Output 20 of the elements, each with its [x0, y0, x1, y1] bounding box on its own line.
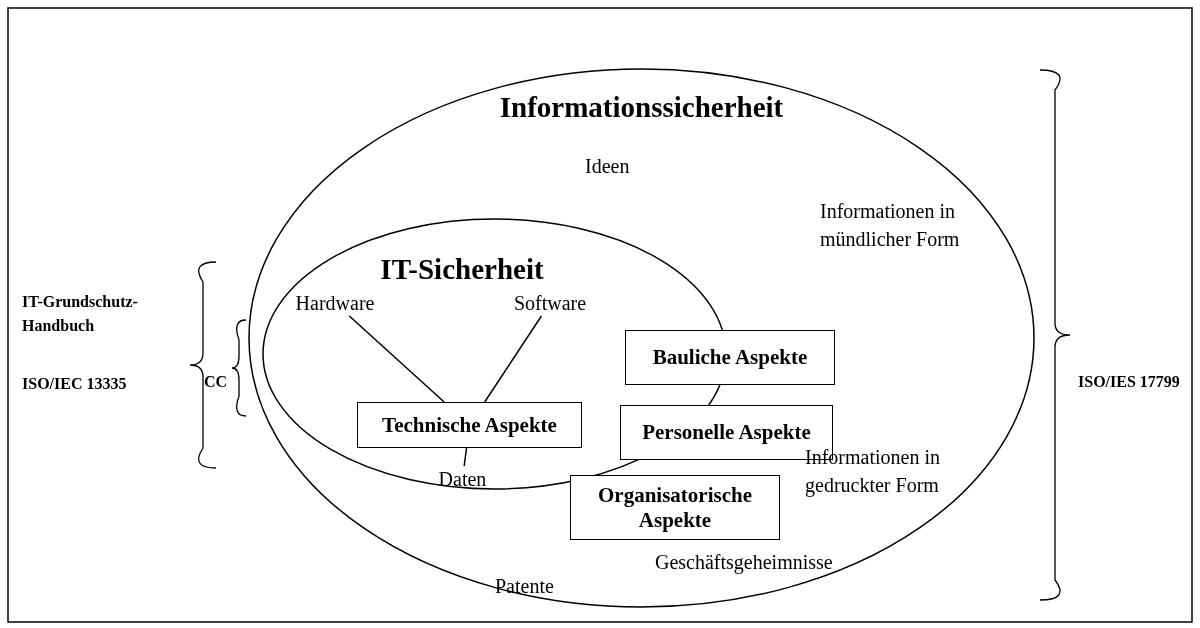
connector-line — [463, 447, 468, 467]
region-title: IT-Sicherheit — [379, 252, 545, 287]
category-label: Informationen in gedruckter Form — [805, 445, 941, 499]
category-label: Patente — [495, 574, 555, 599]
node-label: Software — [500, 290, 600, 316]
region-title: Informationssicherheit — [498, 90, 785, 125]
category-label: Geschäftsgeheimnisse — [655, 550, 834, 576]
node-label: Daten — [425, 466, 500, 492]
standard-label: ISO/IES 17799 — [1078, 372, 1181, 392]
node-label: Hardware — [280, 290, 390, 316]
aspect-box: Organisatorische Aspekte — [570, 475, 780, 540]
standard-label: CC — [204, 372, 229, 392]
standard-label: IT-Grundschutz-Handbuch — [22, 292, 139, 336]
aspect-box: Technische Aspekte — [357, 402, 582, 448]
aspect-box: Bauliche Aspekte — [625, 330, 835, 385]
category-label: Informationen in mündlicher Form — [820, 199, 961, 252]
category-label: Ideen — [585, 154, 631, 179]
connector-line — [348, 315, 445, 403]
connector-line — [483, 315, 543, 403]
standard-label: ISO/IEC 13335 — [22, 374, 128, 394]
